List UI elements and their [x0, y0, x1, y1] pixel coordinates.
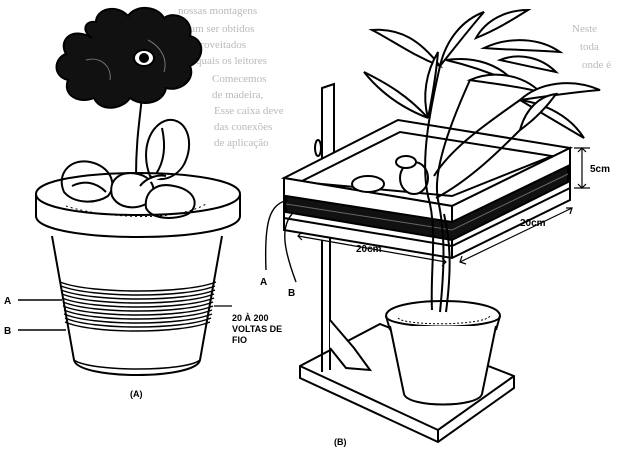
dimensions: [297, 147, 590, 267]
bg-text-line: de aplicação: [214, 137, 269, 149]
turns-label-line3: FIO: [232, 335, 247, 345]
dim-width-label: 20cm: [356, 244, 382, 255]
label-b-wire-a: A: [260, 277, 267, 288]
bg-text-line: Comecemos: [212, 73, 266, 85]
leaves: [60, 118, 196, 219]
bg-text-line: Neste: [572, 23, 597, 35]
pebbles: [351, 155, 429, 195]
pot-base: [73, 359, 201, 370]
plant-leaves: [363, 8, 601, 139]
label-a-wire-b: B: [4, 326, 11, 337]
plant-stalks: [424, 65, 521, 313]
pot-body: [51, 235, 223, 376]
wire-b-b: [284, 213, 297, 283]
flower-stem: [135, 95, 143, 177]
coil: [59, 281, 217, 332]
lower-pot-soil: [397, 315, 491, 325]
figure-b-caption: (B): [334, 437, 347, 447]
pot-rim-inner: [35, 193, 241, 216]
lower-pot-rim: [384, 300, 502, 328]
brace: [329, 319, 373, 372]
label-a-wire-a: A: [4, 296, 11, 307]
dim-depth-label: 20cm: [520, 218, 546, 229]
figure-b: [264, 8, 601, 444]
dim-height-label: 5cm: [590, 164, 610, 175]
bg-text-line: Esse caixa deve: [214, 105, 284, 117]
turns-label-line1: 20 À 200: [232, 313, 269, 323]
lower-pot-lip: [385, 315, 501, 331]
pot-rim: [35, 172, 241, 238]
bg-text-line: aproveitados: [190, 39, 246, 51]
figure-a: [18, 7, 241, 376]
mounting-screw: [314, 139, 322, 157]
bg-text-line: sam ser obtidos: [186, 23, 254, 35]
bg-text-line: nossas montagens: [178, 5, 257, 17]
bg-text-line: toda: [580, 41, 599, 53]
turns-label-line2: VOLTAS DE: [232, 324, 282, 334]
bg-text-line: das conexões: [214, 121, 272, 133]
bg-text-line: quais os leitores: [196, 55, 267, 67]
flower-head: [55, 7, 203, 109]
wire-a-b: [264, 199, 289, 271]
bg-text-line: de madeira,: [212, 89, 264, 101]
lower-pot-body: [389, 325, 497, 406]
bg-text-line: onde é: [582, 59, 611, 71]
label-b-wire-b: B: [288, 288, 295, 299]
background-text: nossas montagens sam ser obtidos aprovei…: [178, 5, 611, 149]
figure-a-caption: (A): [130, 389, 143, 399]
